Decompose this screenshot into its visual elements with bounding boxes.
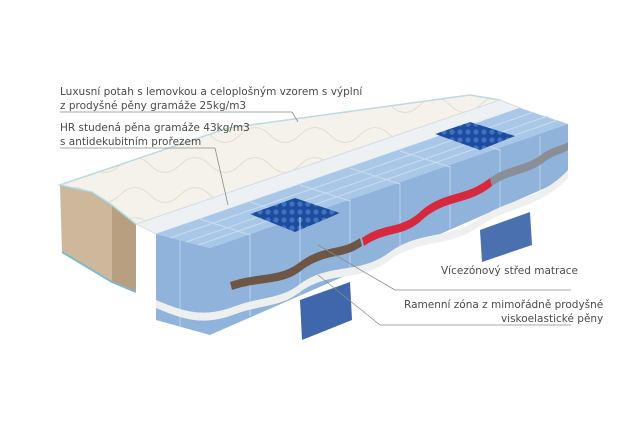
callout-multizone-core-line1: Vícezónový střed matrace (441, 265, 579, 277)
callout-cover-line1: Luxusní potah s lemovkou a celoplošným v… (60, 86, 363, 98)
callout-shoulder-zone-line2: viskoelastické pěny (500, 313, 604, 325)
grey-wave-layer (490, 142, 568, 186)
shoulder-zone-lower (300, 282, 352, 340)
foam-core (156, 108, 568, 340)
callout-shoulder-zone: Ramenní zóna z mimořádně prodyšné viskoe… (404, 298, 603, 326)
callout-multizone-core: Vícezónový střed matrace (441, 264, 578, 278)
callout-shoulder-zone-line1: Ramenní zóna z mimořádně prodyšné (404, 299, 604, 311)
callout-line-4 (317, 274, 381, 326)
callout-line-3 (317, 244, 396, 291)
viscoelastic-zone-1 (250, 198, 340, 232)
mattress-covered-end (57, 94, 522, 293)
callout-hr-foam: HR studená pěna gramáže 43kg/m3 s antide… (60, 121, 250, 149)
viscoelastic-zone-2 (435, 122, 515, 150)
callout-hr-foam-line2: s antidekubitním prořezem (60, 136, 202, 148)
red-wave-layer (362, 178, 492, 246)
callout-hr-foam-line1: HR studená pěna gramáže 43kg/m3 (60, 122, 250, 134)
callout-cover: Luxusní potah s lemovkou a celoplošným v… (60, 85, 362, 113)
callout-cover-line2: z prodyšné pěny gramáže 25kg/m3 (60, 100, 247, 112)
